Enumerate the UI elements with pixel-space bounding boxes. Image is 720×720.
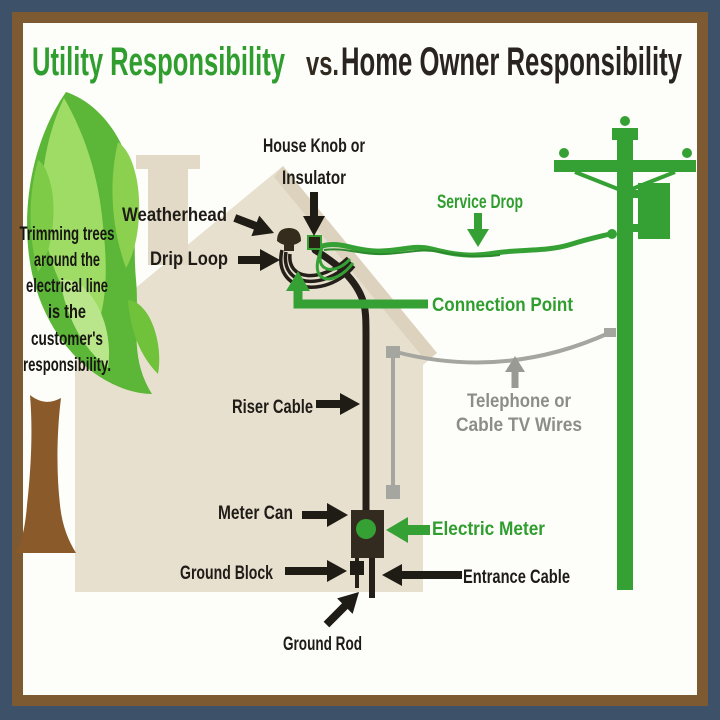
phone-attach-block [604,328,616,337]
chimney-cap [136,155,200,169]
connection-point-line [293,288,428,309]
label-electric-meter: Electric Meter [432,519,546,540]
pole-cap [612,128,638,140]
tree-canopy-leaf-3 [112,142,140,268]
connection-point-arrow [286,271,310,291]
phone-house-bracket [386,346,400,358]
transformer-box [638,183,670,239]
label-telephone-line2: Cable TV Wires [456,415,582,436]
callout-arrows [233,192,525,628]
label-service-drop: Service Drop [437,192,523,213]
transformer-bracket-top [632,190,640,198]
tree-note: Trimming trees around the electrical lin… [20,224,115,376]
weatherhead-arrow [233,214,274,237]
tree-note-line-1: Trimming trees [20,224,115,245]
drip-loop-arrow [238,249,280,271]
label-house-knob-line2: Insulator [282,168,346,189]
label-ground-block: Ground Block [180,563,273,584]
drip-loop-green-2 [318,247,352,271]
title-row: Utility Responsibility vs. Home Owner Re… [32,40,682,84]
callout-labels: House Knob or Insulator Weatherhead Drip… [122,136,582,655]
phone-ground-block [386,485,400,499]
crossarm-insulator-left-icon [559,148,569,158]
tree-canopy-leaf-1 [41,98,106,330]
tree-note-line-3: electrical line [26,276,108,297]
chimney-stack [148,169,188,265]
tree-canopy-leaf-2 [30,160,54,272]
electric-meter-dial [356,519,376,539]
utility-pole [554,116,696,590]
entrance-cable-arrow [382,564,462,586]
tree-note-line-6: responsibility. [23,355,111,376]
tree-canopy-leaf-5 [128,300,160,374]
label-drip-loop: Drip Loop [150,249,228,270]
drip-loop-wire-2 [283,251,353,284]
title-utility: Utility Responsibility [32,40,285,84]
tree [16,92,160,553]
tree-note-line-5: customer's [31,329,103,350]
title-homeowner: Home Owner Responsibility [341,40,682,84]
riser-cable-wire [311,246,370,516]
label-connection-point: Connection Point [432,295,574,316]
ground-rod-arrow [323,592,359,628]
tree-note-line-4: is the [48,302,86,323]
telephone-wire [395,331,610,365]
label-meter-can: Meter Can [218,503,293,524]
pole-top-insulator-icon [620,116,630,126]
ground-block-arrow [285,560,347,582]
weatherhead-stem [284,242,294,251]
weatherhead-graphic [277,228,301,246]
house-knob-insulator-graphic [307,235,322,250]
service-drop-strand [323,248,501,258]
ground-block-graphic [350,561,364,575]
service-drop-wire [319,231,613,258]
meter-area [350,510,384,598]
label-ground-rod: Ground Rod [283,634,362,655]
title-vs: vs. [306,45,339,83]
label-weatherhead: Weatherhead [122,205,227,226]
tree-note-line-2: around the [34,250,100,271]
tree-trunk [16,395,76,553]
transformer-bracket-bottom [632,224,640,232]
riser-cable-arrow [316,393,360,415]
crossarm [554,160,696,172]
service-drop-arrow [467,213,489,247]
label-riser-cable: Riser Cable [232,397,313,418]
telephone-arrow [505,356,525,388]
crossarm-insulator-right-icon [682,148,692,158]
wires [277,228,613,516]
pole-shaft [617,138,633,590]
label-telephone-line1: Telephone or [467,391,572,412]
tree-canopy-leaf-4 [60,279,110,368]
label-entrance-cable: Entrance Cable [463,567,570,588]
drip-loop-wire-3 [288,253,350,278]
house-knob-arrow [303,192,325,236]
meter-can-arrow [302,503,348,527]
electric-meter-arrow [386,517,430,543]
label-house-knob-line1: House Knob or [263,136,365,157]
